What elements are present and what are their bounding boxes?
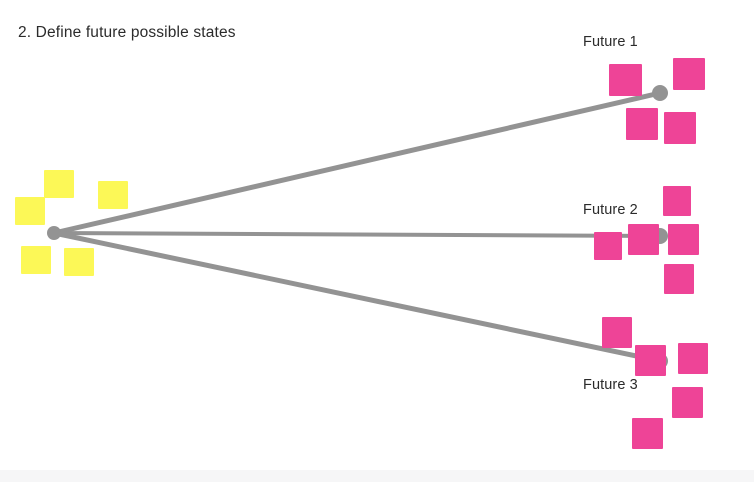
present-state-node[interactable] [47,226,61,240]
future-1-node[interactable] [652,85,668,101]
connector-to-future-2 [52,231,662,238]
future-3-note-4[interactable] [672,387,703,418]
present-note-1[interactable] [44,170,74,198]
footer-band [0,470,754,482]
present-note-4[interactable] [21,246,51,274]
connector-to-future-1 [51,90,663,236]
future-2-note-3[interactable] [663,186,691,216]
future-2-note-2[interactable] [628,224,659,255]
future-3-note-1[interactable] [602,317,632,348]
future-1-label: Future 1 [583,34,638,50]
future-2-label: Future 2 [583,202,638,218]
present-note-2[interactable] [15,197,45,225]
future-3-note-5[interactable] [632,418,663,449]
future-1-note-4[interactable] [664,112,696,144]
future-2-note-4[interactable] [668,224,699,255]
present-note-3[interactable] [98,181,128,209]
future-2-note-1[interactable] [594,232,622,260]
future-3-label: Future 3 [583,377,638,393]
future-2-note-5[interactable] [664,264,694,294]
future-3-note-3[interactable] [678,343,708,374]
connector-to-future-3 [51,230,663,364]
page-title: 2. Define future possible states [18,24,236,41]
future-3-note-2[interactable] [635,345,666,376]
future-1-note-1[interactable] [609,64,642,96]
present-note-5[interactable] [64,248,94,276]
future-1-note-2[interactable] [673,58,705,90]
future-1-note-3[interactable] [626,108,658,140]
